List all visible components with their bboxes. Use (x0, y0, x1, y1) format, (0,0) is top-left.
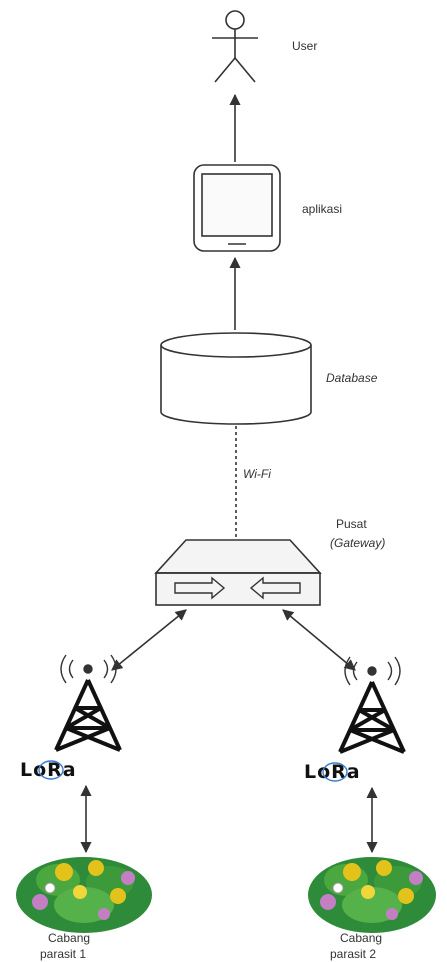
gateway-label-line2: (Gateway) (330, 536, 385, 550)
left-lora-text: LoRa (20, 759, 77, 781)
left-plant-icon (16, 857, 152, 933)
user-icon (212, 11, 258, 82)
gateway-label-line1: Pusat (336, 517, 367, 531)
gateway-left-tower-arrow (112, 610, 186, 670)
right-antenna-tower-icon (340, 682, 404, 752)
left-antenna-tower-icon (56, 680, 120, 750)
database-label: Database (326, 371, 378, 385)
wifi-label: Wi-Fi (243, 467, 271, 481)
gateway-router-icon (156, 540, 320, 605)
right-signal-waves-icon (345, 657, 400, 685)
gateway-right-tower-arrow (283, 610, 355, 670)
user-label: User (292, 39, 317, 53)
right-plant-label-line1: Cabang (340, 931, 382, 945)
app-label: aplikasi (302, 202, 342, 216)
left-signal-waves-icon (61, 655, 116, 683)
phone-icon (194, 165, 280, 251)
database-icon (161, 333, 311, 424)
left-plant-label-line1: Cabang (48, 931, 90, 945)
right-plant-label-line2: parasit 2 (330, 947, 376, 961)
right-lora-text: LoRa (304, 761, 361, 783)
right-plant-icon (308, 857, 436, 933)
right-lora-logo: LoRa (304, 761, 361, 783)
left-plant-label-line2: parasit 1 (40, 947, 86, 961)
left-lora-logo: LoRa (20, 759, 77, 781)
